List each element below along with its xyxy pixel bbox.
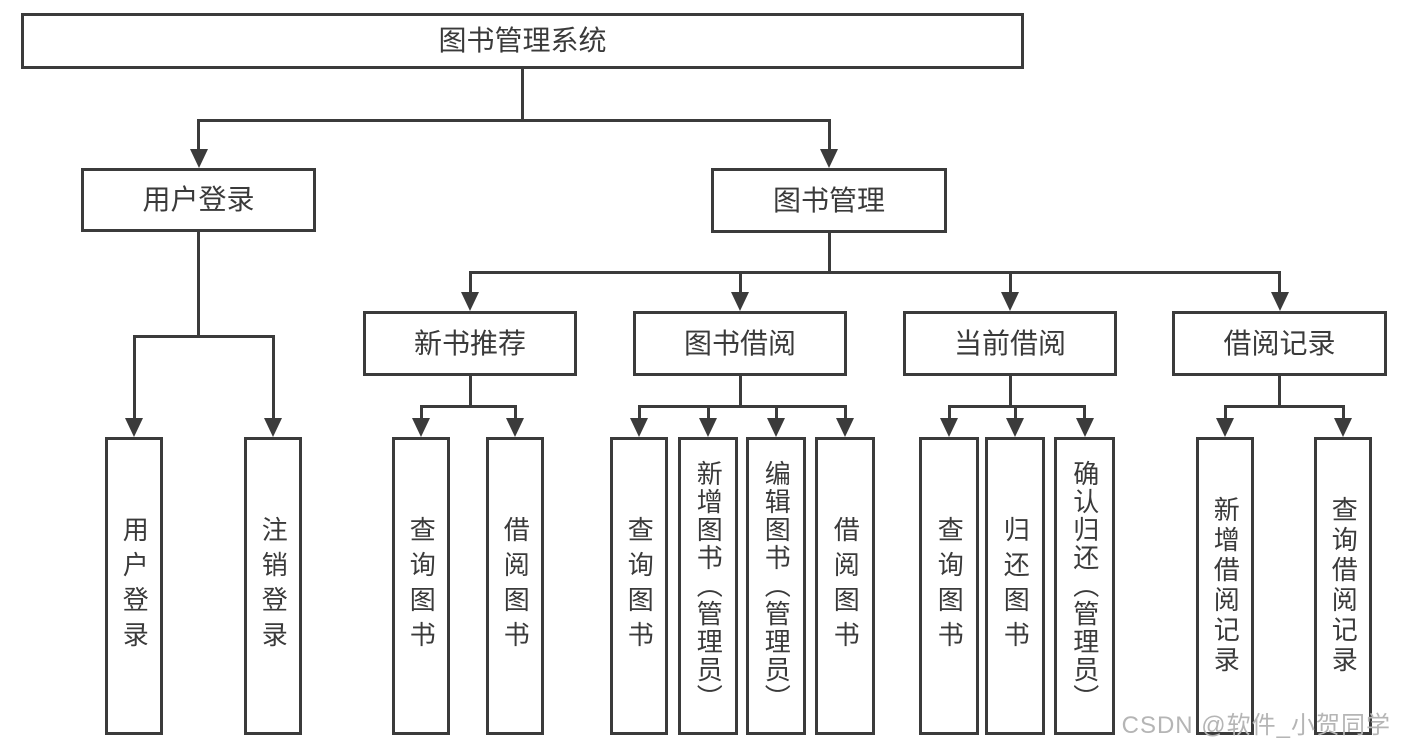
- node-label: 归还图书: [1000, 516, 1031, 656]
- node-leaf-bb-borrow: 借阅图书: [815, 437, 875, 735]
- node-label: 查询图书: [406, 516, 437, 656]
- node-leaf-nb-query: 查询图书: [392, 437, 450, 735]
- connector-line: [738, 272, 742, 294]
- connector-line: [1223, 406, 1227, 420]
- connector-line: [827, 233, 831, 272]
- arrowhead-down-icon: [412, 418, 430, 437]
- node-label: 借阅图书: [830, 516, 861, 656]
- node-label: 注销登录: [258, 516, 289, 656]
- arrowhead-down-icon: [264, 418, 282, 437]
- node-leaf-cb-query: 查询图书: [919, 437, 979, 735]
- connector-line: [774, 406, 778, 420]
- connector-line: [197, 118, 831, 122]
- connector-line: [738, 376, 742, 406]
- node-leaf-cb-return: 归还图书: [985, 437, 1045, 735]
- arrowhead-down-icon: [506, 418, 524, 437]
- arrowhead-down-icon: [461, 292, 479, 311]
- node-book-borrow: 图书借阅: [633, 311, 847, 376]
- connector-line: [1341, 406, 1345, 420]
- arrowhead-down-icon: [1075, 418, 1094, 437]
- connector-line: [132, 336, 136, 420]
- node-label: 确认归还（管理员）: [1069, 460, 1100, 712]
- node-root: 图书管理系统: [21, 13, 1024, 69]
- arrowhead-down-icon: [1001, 292, 1019, 311]
- node-book-mgmt: 图书管理: [711, 168, 947, 233]
- arrowhead-down-icon: [1006, 418, 1024, 437]
- node-leaf-user-login: 用户登录: [105, 437, 163, 735]
- arrowhead-down-icon: [189, 149, 208, 168]
- connector-line: [419, 406, 423, 420]
- node-leaf-br-add: 新增借阅记录: [1196, 437, 1254, 735]
- node-leaf-bb-edit: 编辑图书（管理员）: [746, 437, 806, 735]
- node-leaf-br-query: 查询借阅记录: [1314, 437, 1372, 735]
- arrowhead-down-icon: [125, 418, 143, 437]
- node-leaf-bb-add: 新增图书（管理员）: [678, 437, 738, 735]
- node-label: 用户登录: [119, 516, 150, 656]
- node-new-books: 新书推荐: [363, 311, 577, 376]
- arrowhead-down-icon: [940, 418, 958, 437]
- watermark: CSDN @软件_小贺同学: [1121, 712, 1391, 739]
- arrowhead-down-icon: [1270, 292, 1289, 311]
- connector-line: [1083, 406, 1086, 420]
- connector-line: [947, 406, 951, 420]
- connector-line: [132, 334, 275, 338]
- node-leaf-nb-borrow: 借阅图书: [486, 437, 544, 735]
- node-label: 新增借阅记录: [1210, 496, 1241, 676]
- connector-line: [1013, 406, 1017, 420]
- arrowhead-down-icon: [1334, 418, 1352, 437]
- node-label: 查询图书: [934, 516, 965, 656]
- connector-line: [419, 404, 517, 408]
- connector-line: [947, 404, 1086, 408]
- connector-line: [521, 69, 524, 120]
- connector-line: [1008, 272, 1012, 294]
- connector-line: [637, 406, 641, 420]
- node-label: 借阅记录: [1223, 327, 1336, 359]
- connector-line: [706, 406, 710, 420]
- arrowhead-down-icon: [820, 149, 838, 168]
- arrowhead-down-icon: [630, 418, 648, 437]
- connector-line: [468, 376, 472, 406]
- node-label: 查询借阅记录: [1328, 496, 1359, 676]
- arrowhead-down-icon: [731, 292, 749, 311]
- node-label: 借阅图书: [500, 516, 531, 656]
- node-label: 图书管理系统: [438, 25, 607, 56]
- node-borrow-records: 借阅记录: [1172, 311, 1387, 376]
- node-label: 新增图书（管理员）: [693, 460, 724, 712]
- connector-line: [197, 120, 200, 151]
- node-label: 新书推荐: [413, 327, 526, 359]
- node-label: 编辑图书（管理员）: [761, 460, 792, 712]
- node-user-login: 用户登录: [81, 168, 316, 232]
- node-leaf-cb-confirm: 确认归还（管理员）: [1054, 437, 1115, 735]
- arrowhead-down-icon: [767, 418, 785, 437]
- node-label: 图书管理: [772, 184, 885, 216]
- connector-line: [1223, 404, 1345, 408]
- connector-line: [271, 336, 275, 420]
- node-label: 查询图书: [624, 516, 655, 656]
- node-label: 用户登录: [142, 184, 255, 215]
- connector-line: [1008, 376, 1012, 406]
- connector-line: [1278, 376, 1281, 406]
- connector-line: [637, 404, 847, 408]
- node-leaf-logout: 注销登录: [244, 437, 302, 735]
- connector-line: [197, 232, 200, 336]
- arrowhead-down-icon: [836, 418, 854, 437]
- connector-line: [827, 120, 831, 151]
- node-label: 图书借阅: [683, 327, 796, 359]
- node-label: 当前借阅: [953, 327, 1066, 359]
- connector-line: [513, 406, 517, 420]
- connector-line: [843, 406, 847, 420]
- arrowhead-down-icon: [699, 418, 717, 437]
- node-leaf-bb-query: 查询图书: [610, 437, 668, 735]
- connector-line: [468, 272, 472, 294]
- arrowhead-down-icon: [1216, 418, 1234, 437]
- node-current-borrow: 当前借阅: [903, 311, 1117, 376]
- connector-line: [1278, 272, 1281, 294]
- connector-line: [468, 270, 1281, 274]
